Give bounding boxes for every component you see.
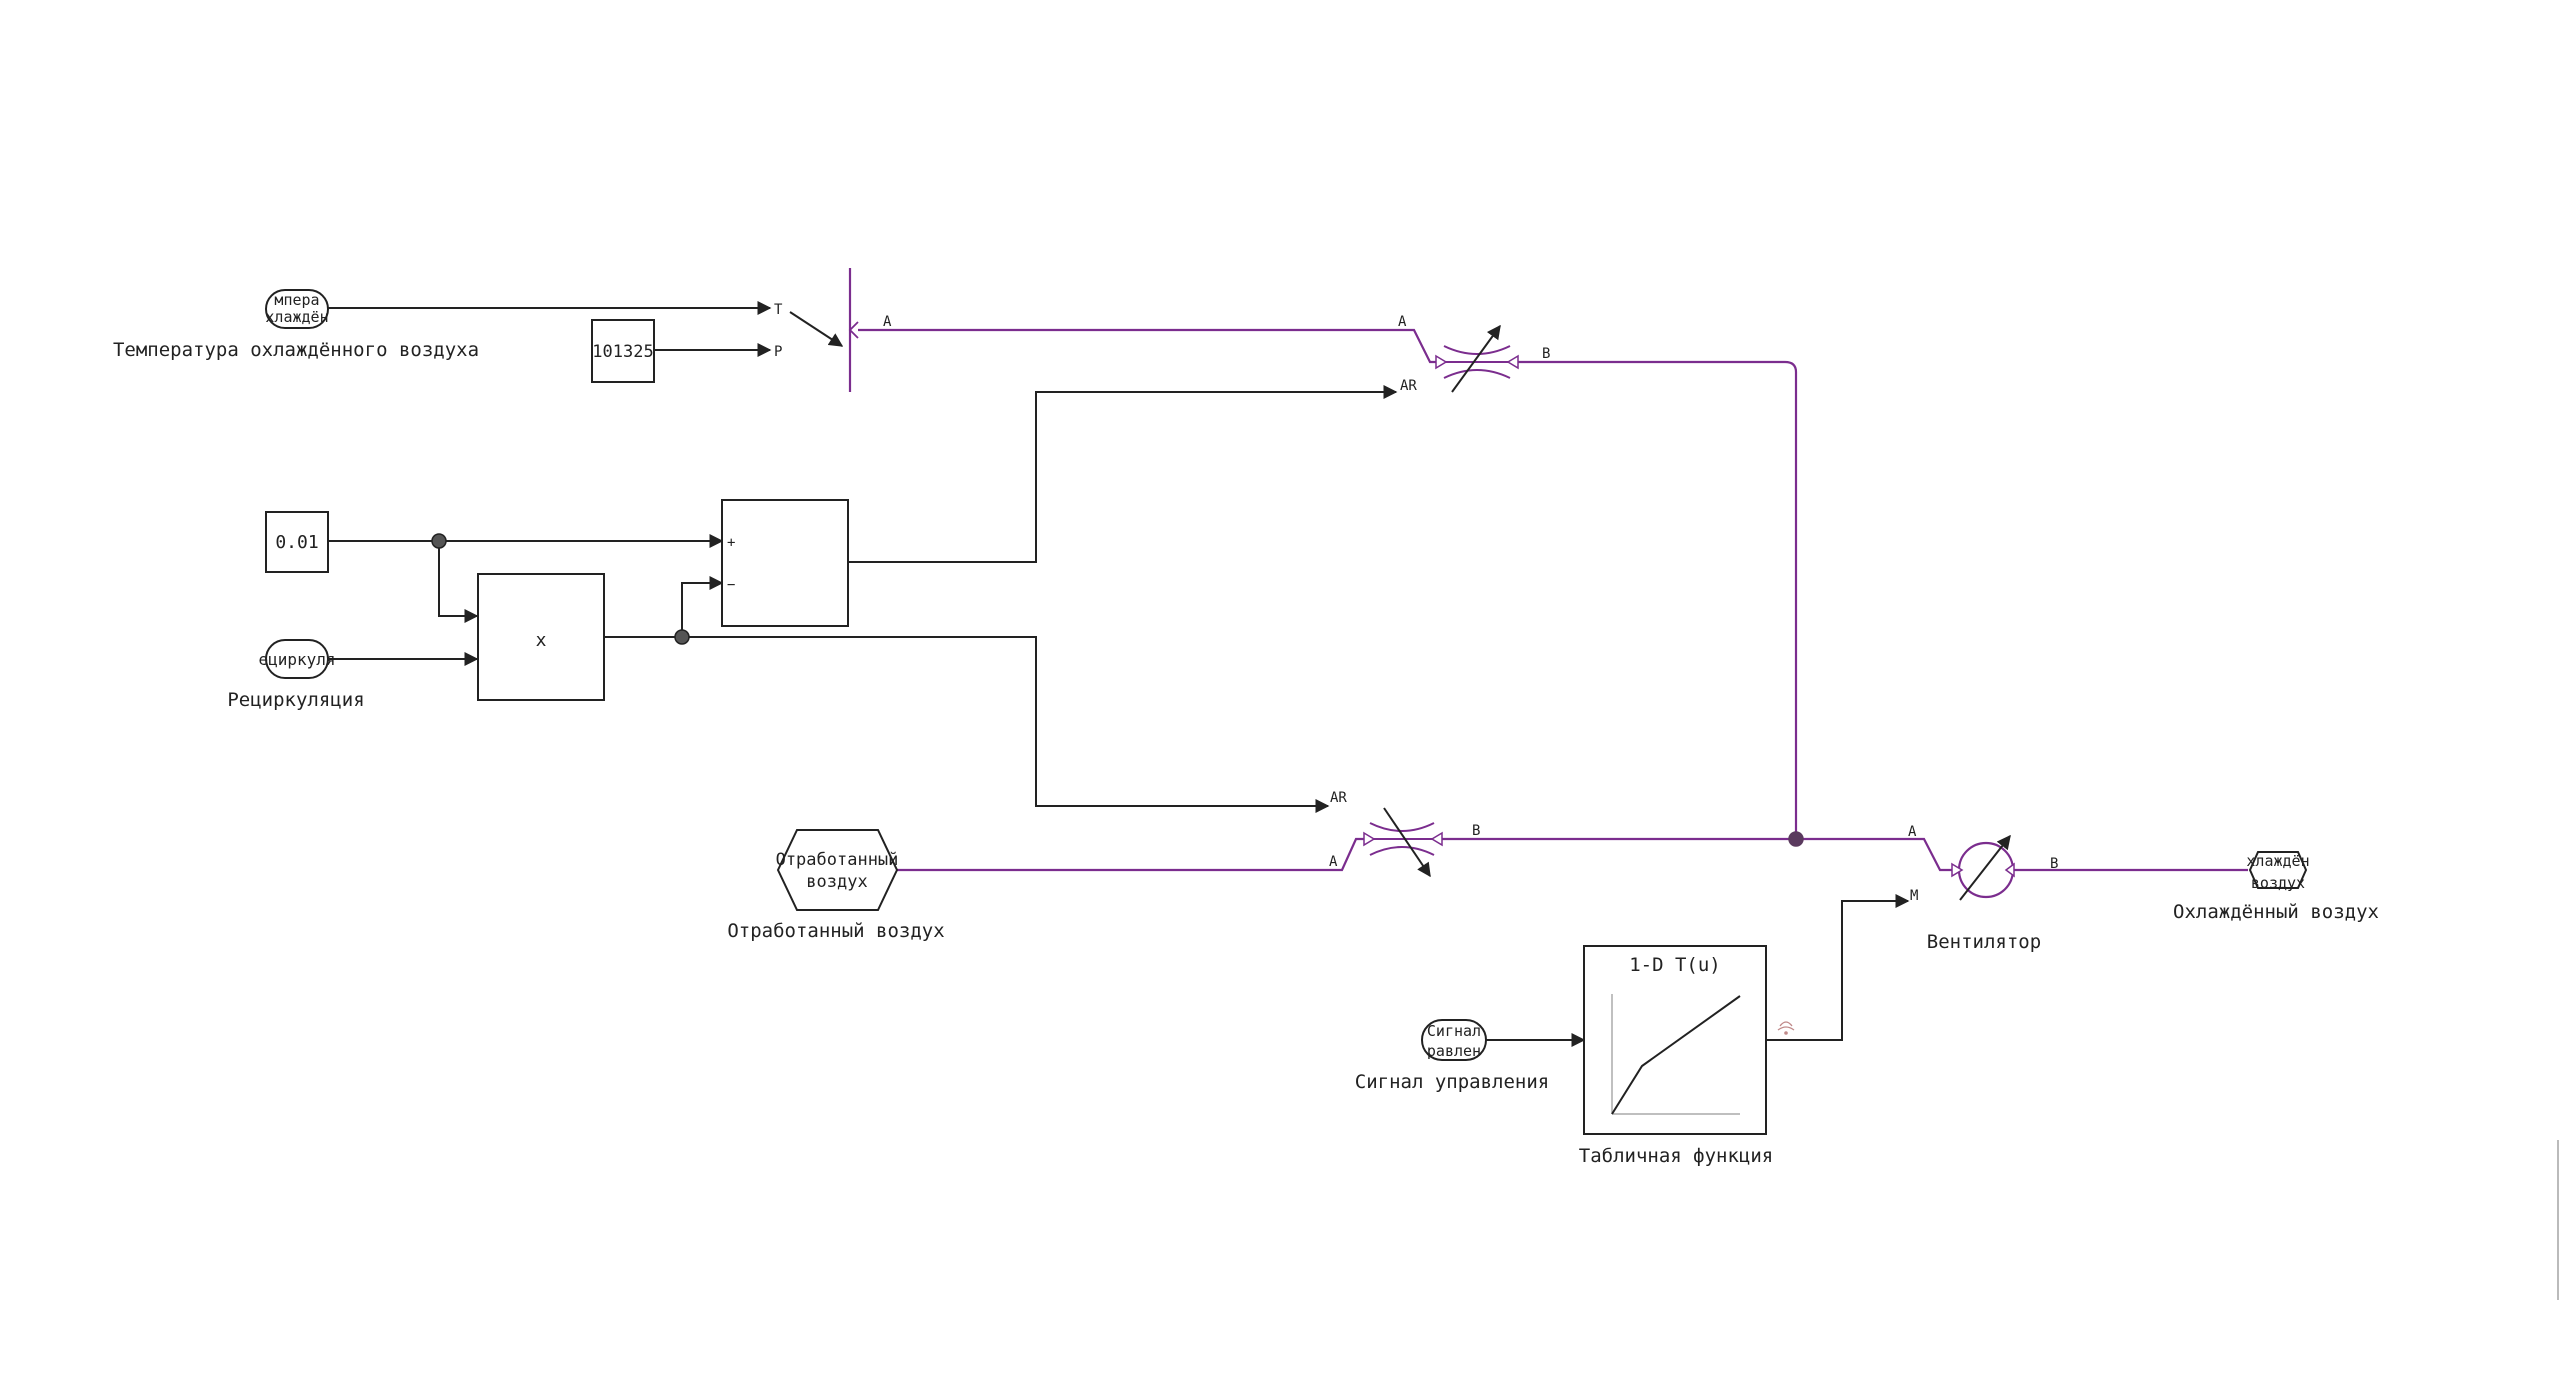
- lookup-table-title: 1-D T(u): [1629, 954, 1721, 976]
- recirc-input-label: Рециркуляция: [227, 689, 364, 711]
- valve-bottom-port-ar: AR: [1330, 790, 1347, 806]
- gas-source-to-valve-top[interactable]: [858, 328, 1444, 364]
- exhaust-label: Отработанный воздух: [727, 920, 944, 942]
- temp-input-block[interactable]: мпера хлаждён: [265, 289, 329, 329]
- pressure-constant-value: 101325: [592, 342, 653, 362]
- product-symbol: x: [536, 630, 547, 651]
- fan-port-m: M: [1910, 888, 1918, 904]
- recirc-input-block[interactable]: ециркуля: [258, 639, 336, 679]
- pressure-constant-block[interactable]: 101325: [591, 319, 655, 383]
- constant-001-value: 0.01: [275, 532, 318, 553]
- temp-input-text-2: хлаждён: [265, 308, 328, 326]
- wireless-icon: [1777, 1021, 1795, 1035]
- source-port-t: T: [774, 302, 783, 318]
- temp-input-label: Температура охлаждённого воздуха: [113, 339, 479, 361]
- recirc-input-text: ециркуля: [258, 650, 335, 669]
- junction-product: [674, 629, 690, 645]
- valve-top-port-b: B: [1542, 346, 1550, 362]
- fan-port-a: A: [1908, 824, 1917, 840]
- fan-block[interactable]: A B M: [1908, 824, 2058, 904]
- wire-product-out[interactable]: [604, 636, 1330, 813]
- wire-lookup-to-fan[interactable]: [1766, 894, 1910, 1041]
- cooled-air-text-2: воздух: [2251, 874, 2305, 892]
- lookup-table-label: Табличная функция: [1579, 1145, 1773, 1167]
- control-signal-text-2: равлен: [1427, 1042, 1481, 1060]
- valve-top-port-a: A: [1398, 314, 1407, 330]
- sum-block[interactable]: + −: [721, 499, 849, 627]
- signal-wires: [328, 301, 1910, 1047]
- wire-product-to-sum[interactable]: [681, 576, 724, 637]
- sum-minus-sign: −: [727, 577, 735, 593]
- valve-top-port-ar: AR: [1400, 378, 1417, 394]
- temp-input-text-1: мпера: [274, 291, 319, 309]
- exhaust-text-1: Отработанный: [776, 850, 899, 870]
- valve-bottom-port-a: A: [1329, 854, 1338, 870]
- source-port-a: A: [883, 314, 892, 330]
- fan-label: Вентилятор: [1927, 931, 2041, 953]
- gas-valve-top-to-junction[interactable]: [1510, 360, 1798, 839]
- wire-const-to-product[interactable]: [438, 541, 479, 623]
- junction-gas: [1788, 831, 1804, 847]
- control-signal-label: Сигнал управления: [1355, 1071, 1549, 1093]
- product-block[interactable]: x: [477, 573, 605, 701]
- gas-wires: [858, 328, 2248, 872]
- valve-bottom-port-b: B: [1472, 823, 1480, 839]
- cooled-air-port-block[interactable]: хлаждён воздух: [2246, 851, 2310, 892]
- gas-valve-bottom-to-fan[interactable]: [1434, 837, 1956, 872]
- exhaust-port-block[interactable]: Отработанный воздух: [776, 829, 899, 911]
- gas-exhaust-to-valve-bottom[interactable]: [897, 837, 1370, 872]
- control-signal-text-1: Сигнал: [1427, 1022, 1481, 1040]
- source-port-p: P: [774, 344, 782, 360]
- control-signal-block[interactable]: Сигнал равлен: [1421, 1019, 1487, 1061]
- lookup-table-block[interactable]: 1-D T(u): [1583, 945, 1795, 1135]
- valve-bottom-block[interactable]: A B AR: [1329, 790, 1480, 878]
- wire-sum-to-valve-top[interactable]: [848, 385, 1398, 563]
- constant-001-block[interactable]: 0.01: [265, 511, 329, 573]
- fan-port-b: B: [2050, 856, 2058, 872]
- cooled-air-label: Охлаждённый воздух: [2173, 901, 2379, 923]
- sum-plus-sign: +: [727, 535, 735, 551]
- valve-top-block[interactable]: A B AR: [1398, 314, 1550, 394]
- cooled-air-text-1: хлаждён: [2246, 852, 2309, 870]
- gas-source-block[interactable]: T P A: [774, 268, 892, 392]
- junction-const: [431, 533, 447, 549]
- exhaust-text-2: воздух: [806, 872, 867, 892]
